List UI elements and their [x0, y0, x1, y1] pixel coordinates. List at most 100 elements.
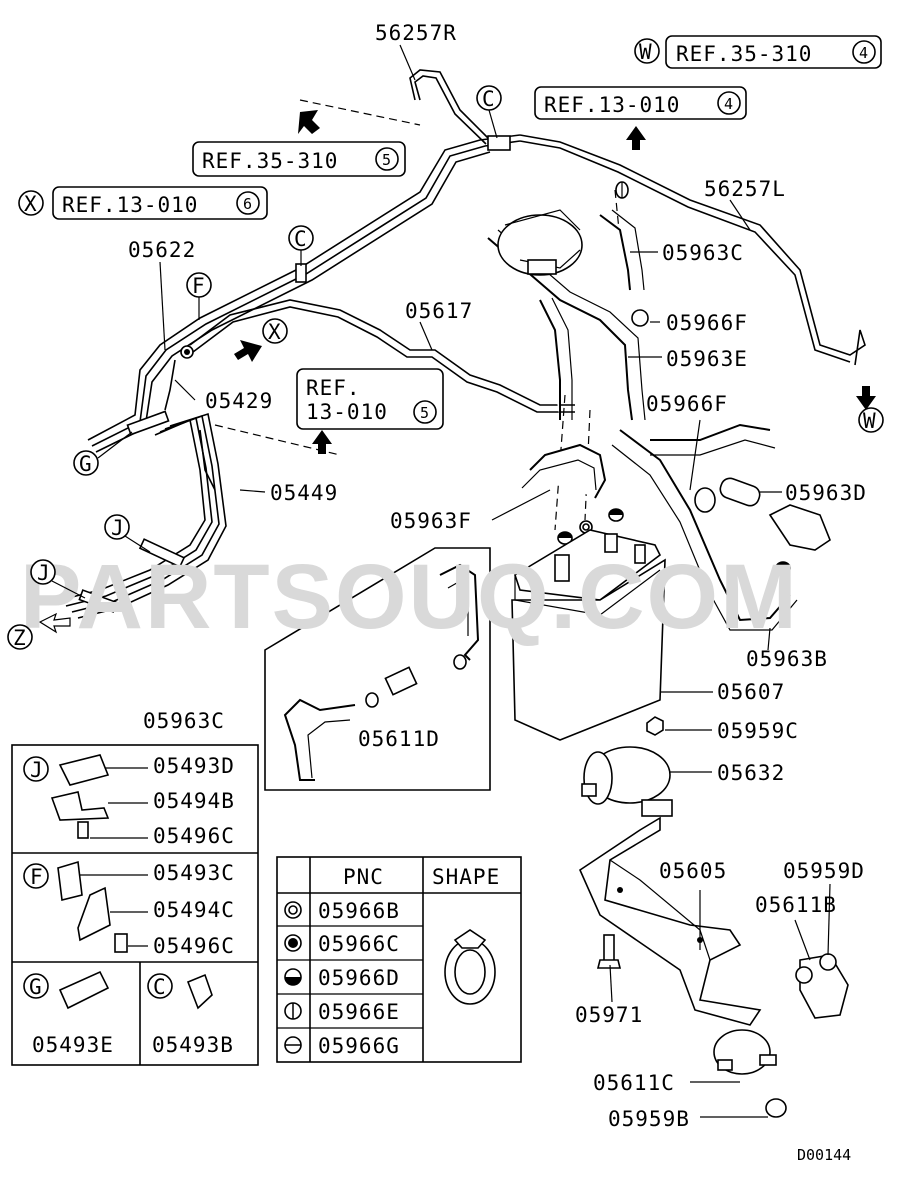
- nut-icon: [646, 716, 664, 736]
- clip-box-g: G 05493E: [23, 973, 113, 1057]
- svg-text:REF.35-310: REF.35-310: [676, 42, 812, 66]
- svg-text:W: W: [863, 409, 877, 433]
- svg-text:W: W: [639, 40, 653, 64]
- mounting-bracket: [578, 816, 762, 1026]
- svg-text:X: X: [24, 192, 38, 216]
- marker-z: Z: [7, 624, 33, 650]
- svg-text:4: 4: [724, 95, 733, 113]
- svg-text:05494B: 05494B: [153, 789, 235, 813]
- ref-box-w: W REF.35-310 4: [634, 35, 882, 69]
- inset-box: [264, 547, 491, 791]
- marker-w: W: [858, 407, 884, 433]
- pnc-row: 05966G: [318, 1034, 400, 1058]
- svg-text:REF.13-010: REF.13-010: [544, 93, 680, 117]
- callout-05963C: 05963C: [662, 241, 744, 265]
- callout-56257R: 56257R: [375, 21, 457, 45]
- fuel-tube-harness: [59, 69, 866, 619]
- callout-05959B: 05959B: [608, 1107, 690, 1131]
- marker-g: G: [73, 431, 133, 476]
- arrow-icon: [312, 430, 332, 454]
- callout-05966F: 05966F: [646, 392, 728, 416]
- arrow-icon: [234, 340, 262, 362]
- svg-text:Z: Z: [13, 626, 27, 650]
- svg-text:05493B: 05493B: [152, 1033, 234, 1057]
- callout-05611D: 05611D: [358, 727, 440, 751]
- callout-05963C-inset: 05963C: [143, 709, 225, 733]
- svg-text:G: G: [79, 452, 93, 476]
- callout-56257L: 56257L: [704, 177, 786, 201]
- svg-text:REF.13-010: REF.13-010: [62, 193, 198, 217]
- ref-box-13-010-4: REF.13-010 4: [534, 86, 747, 120]
- callout-05971: 05971: [575, 1003, 643, 1027]
- pnc-row: 05966E: [318, 1000, 400, 1024]
- vertical-bar-plug-icon: [284, 1002, 302, 1020]
- marker-x: X: [262, 318, 288, 344]
- grommet-filled-icon: [284, 934, 302, 952]
- svg-text:05493D: 05493D: [153, 754, 235, 778]
- vapor-hose: [180, 299, 575, 413]
- svg-text:C: C: [482, 87, 496, 111]
- callout-05963E: 05963E: [666, 347, 748, 371]
- hose-clamp-shape-icon: [444, 929, 496, 1005]
- arrow-icon: [856, 386, 876, 410]
- leader-line: [299, 99, 421, 126]
- svg-text:5: 5: [420, 404, 429, 422]
- svg-text:05496C: 05496C: [153, 934, 235, 958]
- arrow-icon: [626, 126, 646, 150]
- charcoal-canister: [511, 529, 666, 741]
- pnc-row: 05966D: [318, 966, 400, 990]
- callout-05449: 05449: [270, 481, 338, 505]
- marker-j-upper: J: [104, 514, 151, 553]
- svg-text:6: 6: [243, 195, 252, 213]
- callout-05607: 05607: [717, 680, 785, 704]
- svg-text:5: 5: [382, 151, 391, 169]
- arrow-icon: [38, 612, 71, 634]
- svg-text:C: C: [153, 975, 167, 999]
- svg-text:REF.: REF.: [306, 376, 361, 400]
- svg-text:05496C: 05496C: [153, 824, 235, 848]
- pnc-header: PNC: [343, 865, 384, 889]
- svg-text:X: X: [268, 320, 282, 344]
- callout-05959C: 05959C: [717, 719, 799, 743]
- svg-text:REF.35-310: REF.35-310: [202, 149, 338, 173]
- pnc-table: [276, 856, 522, 1063]
- svg-text:05494C: 05494C: [153, 898, 235, 922]
- clip-panel: [11, 744, 259, 1066]
- callout-05963F: 05963F: [390, 509, 472, 533]
- evap-hose-assembly: [487, 209, 831, 631]
- solenoid-valve: [795, 953, 849, 1019]
- callout-05959D: 05959D: [783, 859, 865, 883]
- svg-text:G: G: [29, 975, 43, 999]
- svg-text:4: 4: [859, 44, 868, 62]
- ref-box-x: X REF.13-010 6: [18, 186, 268, 220]
- svg-text:F: F: [192, 274, 206, 298]
- shape-header: SHAPE: [432, 865, 500, 889]
- grommet-icon: [284, 901, 302, 919]
- half-filled-plug-icon: [284, 968, 302, 986]
- svg-text:13-010: 13-010: [306, 400, 388, 424]
- marker-c-top: C: [476, 85, 502, 139]
- marker-c-mid: C: [288, 225, 314, 266]
- callout-05611C: 05611C: [593, 1071, 675, 1095]
- filter-icon: [713, 1029, 787, 1118]
- clip-box-c: C 05493B: [147, 973, 234, 1057]
- watermark: PARTSOUQ.COM: [20, 546, 799, 648]
- svg-text:J: J: [30, 758, 44, 782]
- clip-box-f: F 05493C 05494C 05496C: [23, 861, 235, 958]
- ref-box-13-010-5: REF. 13-010 5: [296, 368, 444, 430]
- svg-text:C: C: [294, 227, 308, 251]
- callout-05963B: 05963B: [746, 647, 828, 671]
- vacuum-valve: [581, 746, 673, 817]
- svg-text:05493C: 05493C: [153, 861, 235, 885]
- clip-box-j: J 05493D 05494B 05496C: [23, 754, 235, 848]
- callout-05632: 05632: [717, 761, 785, 785]
- callout-05963D: 05963D: [785, 481, 867, 505]
- pnc-row: 05966B: [318, 899, 400, 923]
- horizontal-bar-plug-icon: [284, 1036, 302, 1054]
- callout-05966F: 05966F: [666, 311, 748, 335]
- svg-text:J: J: [111, 516, 125, 540]
- svg-text:F: F: [30, 865, 44, 889]
- ref-box-35-310-5: REF.35-310 5: [192, 141, 406, 177]
- callout-leaders: [159, 44, 831, 1118]
